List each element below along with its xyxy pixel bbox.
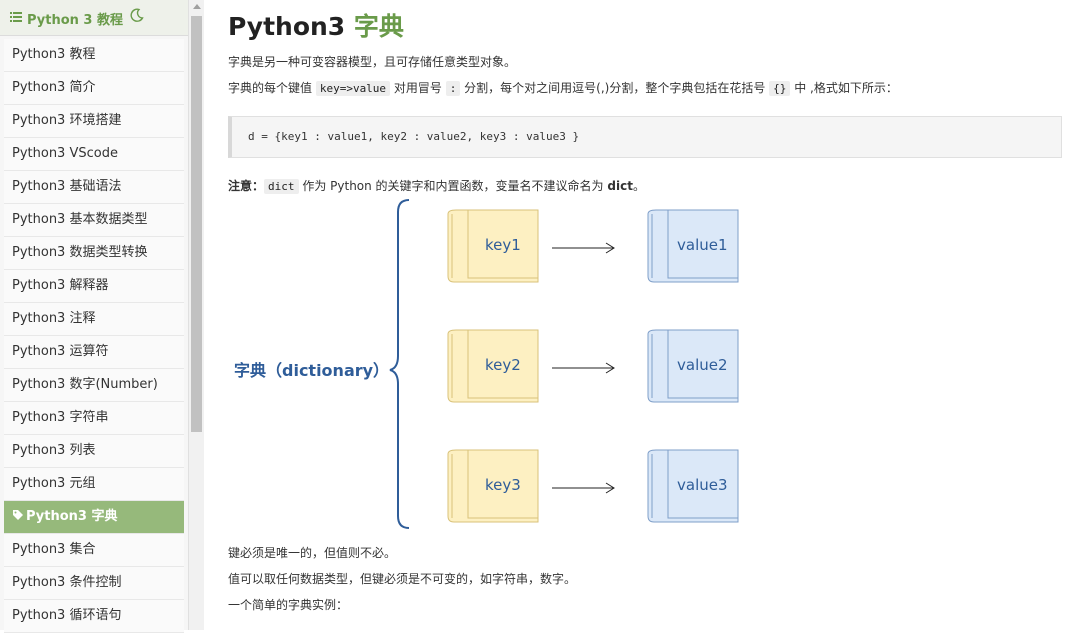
sidebar-item[interactable]: Python3 基础语法	[4, 171, 184, 204]
value-box	[647, 329, 739, 403]
diagram-curly-brace	[389, 199, 410, 529]
key-label: key1	[485, 236, 521, 254]
value-label: value3	[677, 476, 728, 494]
sidebar-item-label: Python3 注释	[12, 311, 96, 326]
arrow-icon	[552, 482, 615, 494]
sidebar-item[interactable]: Python3 数字(Number)	[4, 369, 184, 402]
inline-code-braces: {}	[769, 81, 791, 96]
sidebar-item-label: Python3 VScode	[12, 146, 118, 161]
sidebar-item[interactable]: Python3 条件控制	[4, 567, 184, 600]
value-label: value1	[677, 236, 728, 254]
intro-paragraph: 字典是另一种可变容器模型，且可存储任意类型对象。	[228, 55, 517, 69]
sidebar-item[interactable]: Python3 集合	[4, 534, 184, 567]
dictionary-diagram: 字典（dictionary） key1 value1 key2 value2 key3 v…	[234, 199, 739, 529]
sidebar-item-label: Python3 集合	[12, 542, 96, 557]
sidebar-title: Python 3 教程	[27, 13, 123, 28]
sidebar-item-label: Python3 运算符	[12, 344, 109, 359]
key-box	[447, 329, 539, 403]
sidebar-item[interactable]: Python3 基本数据类型	[4, 204, 184, 237]
note-paragraph: 注意：dict 作为 Python 的关键字和内置函数，变量名不建议命名为 di…	[228, 179, 645, 194]
sidebar-item[interactable]: Python3 列表	[4, 435, 184, 468]
sidebar-item-label: Python3 数据类型转换	[12, 245, 148, 260]
inline-code-dict: dict	[264, 179, 299, 194]
arrow-icon	[552, 242, 615, 254]
code-block: d = {key1 : value1, key2 : value2, key3 …	[228, 116, 1062, 158]
sidebar-item[interactable]: Python3 循环语句	[4, 600, 184, 633]
value-box	[647, 209, 739, 283]
sidebar-nav: Python3 教程 Python3 简介 Python3 环境搭建 Python3 …	[4, 39, 184, 633]
diagram-dictionary-label: 字典（dictionary）	[234, 361, 389, 380]
sidebar-item[interactable]: Python3 简介	[4, 72, 184, 105]
sidebar-item-label: Python3 数字(Number)	[12, 377, 158, 392]
key-box	[447, 209, 539, 283]
sidebar-item-label: Python3 列表	[12, 443, 96, 458]
key-box	[447, 449, 539, 523]
value-types-paragraph: 值可以取任何数据类型，但键必须是不可变的，如字符串，数字。	[228, 572, 577, 586]
sidebar-item[interactable]: Python3 字符串	[4, 402, 184, 435]
scroll-up-arrow-icon[interactable]	[193, 4, 201, 9]
list-icon	[10, 12, 22, 22]
sidebar-item[interactable]: Python3 元组	[4, 468, 184, 501]
sidebar-item-label: Python3 循环语句	[12, 608, 122, 623]
sidebar-item-label: Python3 基本数据类型	[12, 212, 148, 227]
sidebar-item[interactable]: Python3 运算符	[4, 336, 184, 369]
arrow-icon	[552, 362, 615, 374]
sidebar-item-label: Python3 元组	[12, 476, 96, 491]
keys-unique-paragraph: 键必须是唯一的，但值则不必。	[228, 546, 397, 560]
sidebar-header: Python 3 教程	[0, 0, 188, 36]
sidebar-item[interactable]: Python3 注释	[4, 303, 184, 336]
code-text: d = {key1 : value1, key2 : value2, key3 …	[248, 130, 580, 143]
scrollbar-thumb[interactable]	[191, 16, 202, 432]
sidebar-scrollbar[interactable]	[188, 0, 204, 630]
sidebar-item-label: Python3 基础语法	[12, 179, 122, 194]
sidebar-item[interactable]: Python3 教程	[4, 39, 184, 72]
format-paragraph: 字典的每个键值 key=>value 对用冒号 : 分割，每个对之间用逗号(,)…	[228, 81, 898, 96]
sidebar-item-label: Python3 解释器	[12, 278, 109, 293]
page-title: Python3 字典	[228, 12, 404, 41]
sidebar-item[interactable]: Python3 VScode	[4, 138, 184, 171]
sidebar-item[interactable]: Python3 解释器	[4, 270, 184, 303]
sidebar-item-label: Python3 条件控制	[12, 575, 122, 590]
inline-code-key-value: key=>value	[315, 81, 391, 96]
key-label: key2	[485, 356, 521, 374]
sidebar-item[interactable]: Python3 环境搭建	[4, 105, 184, 138]
sidebar-item-active[interactable]: Python3 字典	[4, 501, 184, 534]
dark-mode-moon-icon[interactable]	[130, 8, 144, 22]
value-label: value2	[677, 356, 728, 374]
sidebar-item[interactable]: Python3 数据类型转换	[4, 237, 184, 270]
key-label: key3	[485, 476, 521, 494]
sidebar-item-label: Python3 简介	[12, 80, 96, 95]
inline-code-colon: :	[445, 81, 461, 96]
sidebar-item-label: Python3 字符串	[12, 410, 109, 425]
sidebar-item-label: Python3 教程	[12, 47, 96, 62]
sidebar-item-label: Python3 字典	[26, 509, 118, 524]
value-box	[647, 449, 739, 523]
example-intro-paragraph: 一个简单的字典实例：	[228, 598, 349, 612]
tag-icon	[13, 510, 23, 520]
sidebar-item-label: Python3 环境搭建	[12, 113, 122, 128]
